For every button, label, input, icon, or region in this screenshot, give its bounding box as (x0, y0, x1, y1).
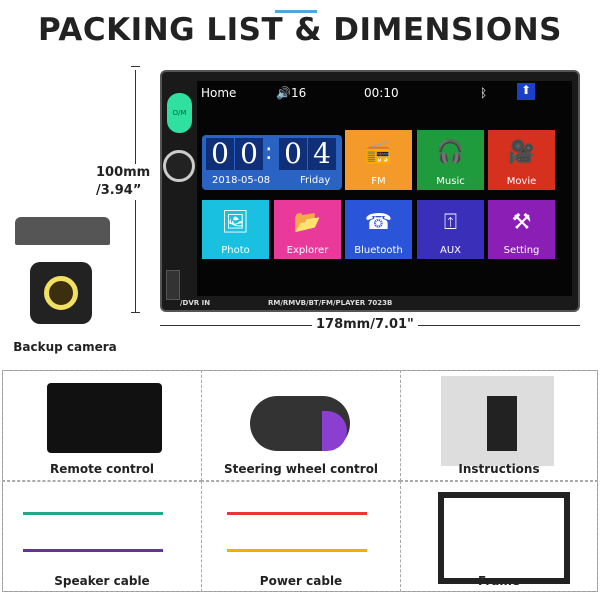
clock-time: 00:10 (364, 86, 399, 100)
item-instructions: Instructions (400, 370, 598, 481)
item-label: Speaker cable (54, 574, 150, 588)
item-label: Power cable (259, 574, 343, 588)
tile-label: Setting (503, 245, 540, 256)
item-frame: Frame (400, 481, 598, 592)
tile-photo[interactable]: 🖼 Photo (202, 200, 269, 259)
tile-label: Photo (221, 245, 250, 256)
height-label: 100mm /3.94” (96, 164, 156, 200)
item-power-cable: Power cable (201, 481, 401, 592)
backup-camera-label: Backup camera (13, 340, 117, 354)
bluetooth-icon: ᛒ (480, 86, 488, 100)
page-title: PACKING LIST & DIMENSIONS (38, 12, 562, 48)
home-icon[interactable]: ⬆ (517, 83, 535, 100)
model-label: RM/RMVB/BT/FM/PLAYER 7023B (268, 299, 393, 307)
tile-bluetooth[interactable]: ☎ Bluetooth (345, 200, 412, 259)
aux-icon: ⍐ (443, 210, 458, 235)
explorer-icon: 📂 (293, 210, 322, 235)
clock-digit: 0 (206, 138, 234, 170)
dvr-label: /DVR IN (180, 299, 211, 307)
clock-date: 2018-05-08 (212, 175, 271, 186)
item-remote-control: Remote control (2, 370, 202, 481)
title-accent-line (275, 10, 317, 13)
bluetooth-icon: ☎ (364, 210, 393, 235)
clock-day: Friday (300, 175, 331, 186)
clock-widget: 0 0 : 0 4 2018-05-08 Friday (202, 135, 342, 190)
tile-label: AUX (439, 245, 461, 256)
tile-label: Bluetooth (354, 245, 403, 256)
usb-port (166, 270, 180, 300)
tile-label: FM (371, 176, 386, 187)
camera-bracket (15, 217, 110, 245)
width-label: 178mm/7.01" (312, 317, 418, 332)
clock-digit: 4 (308, 138, 336, 170)
home-label[interactable]: Home (201, 86, 237, 100)
item-label: Steering wheel control (223, 462, 379, 476)
item-label: Instructions (458, 462, 540, 476)
tile-label: Movie (506, 176, 537, 187)
clock-digit: 0 (235, 138, 263, 170)
tile-music[interactable]: 🎧 Music (417, 130, 484, 190)
tile-explorer[interactable]: 📂 Explorer (274, 200, 341, 259)
speaker-icon: 🔊 (276, 86, 291, 100)
clock-colon: : (265, 140, 273, 165)
tile-fm[interactable]: 📻 FM (345, 130, 412, 190)
dim-cap (131, 312, 140, 313)
volume-knob[interactable] (163, 150, 195, 182)
photo-icon: 🖼 (221, 210, 250, 235)
item-label: Remote control (49, 462, 155, 476)
volume-value: 16 (290, 86, 307, 100)
tile-label: Music (436, 176, 465, 187)
item-label: Frame (477, 574, 521, 588)
backup-camera-image (30, 262, 92, 324)
height-in: /3.94” (96, 183, 142, 198)
tile-setting[interactable]: ⚒ Setting (488, 200, 555, 259)
item-steering-wheel-control: Steering wheel control (201, 370, 401, 481)
music-icon: 🎧 (436, 140, 465, 165)
volume-indicator: 🔊16 (276, 86, 306, 100)
fm-icon: 📻 (364, 140, 393, 165)
movie-icon: 🎥 (507, 140, 536, 165)
height-mm: 100mm (96, 165, 151, 180)
clock-digit: 0 (279, 138, 307, 170)
tile-label: Explorer (286, 245, 329, 256)
item-speaker-cable: Speaker cable (2, 481, 202, 592)
setting-icon: ⚒ (511, 210, 532, 235)
tile-aux[interactable]: ⍐ AUX (417, 200, 484, 259)
power-button[interactable]: O/M (167, 93, 192, 133)
tile-movie[interactable]: 🎥 Movie (488, 130, 555, 190)
dim-cap (131, 66, 140, 67)
